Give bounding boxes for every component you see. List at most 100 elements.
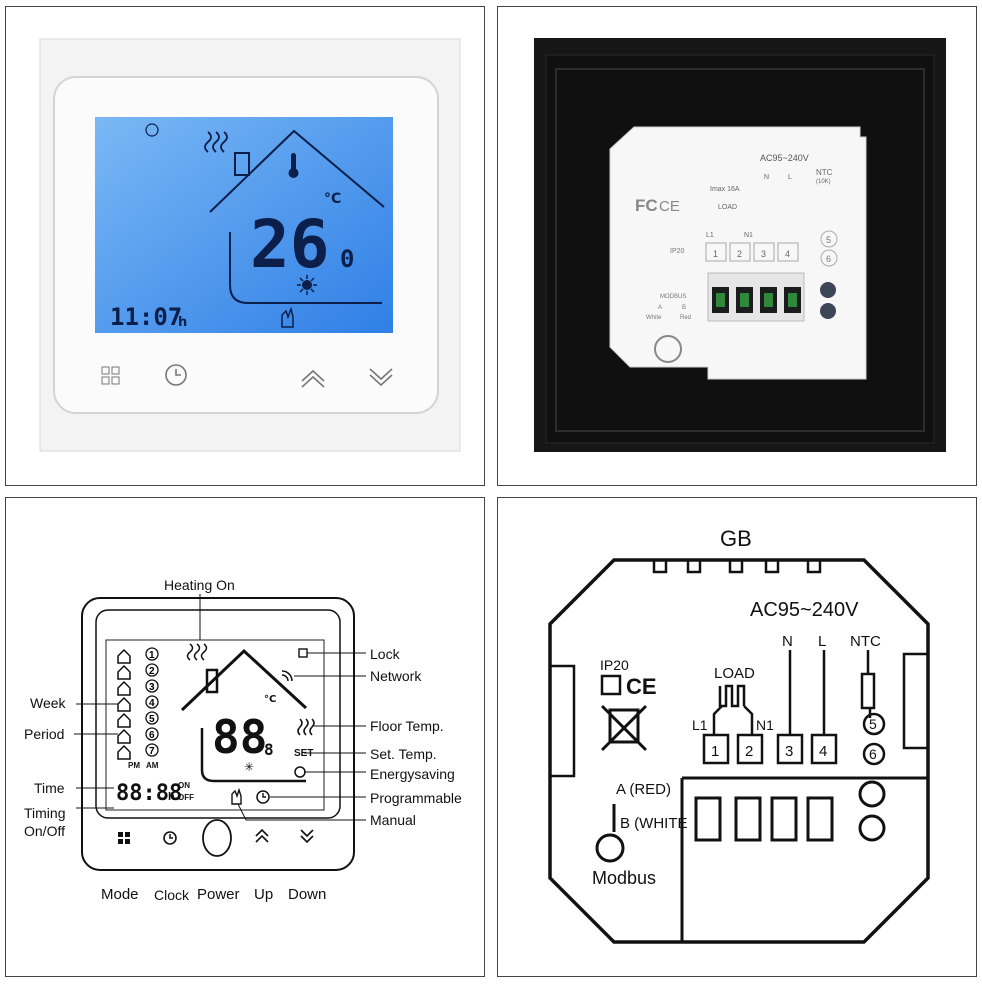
label-week: Week bbox=[30, 695, 66, 711]
thermometer-icon bbox=[288, 153, 299, 178]
temperature-value: 26 bbox=[250, 206, 329, 283]
label-clock: Clock bbox=[154, 887, 190, 903]
ce-mark: CE bbox=[659, 198, 680, 215]
period-circle bbox=[145, 727, 159, 741]
legend-time-suffix: h bbox=[168, 791, 175, 803]
legend-set-label: SET bbox=[294, 748, 313, 759]
period-house-icon bbox=[117, 712, 131, 728]
n1-label: N1 bbox=[744, 232, 753, 239]
front-view-panel: °C 26 0 11:07 h bbox=[5, 6, 485, 486]
time-display: 11:07 bbox=[110, 303, 182, 331]
fc-mark: FC bbox=[635, 196, 658, 215]
clock-icon[interactable] bbox=[165, 364, 187, 386]
legend-off-label: OFF bbox=[178, 793, 194, 802]
wiring-title: GB bbox=[720, 526, 752, 551]
period-house-icon bbox=[117, 648, 131, 664]
down-chevron-icon[interactable] bbox=[369, 368, 393, 387]
temperature-decimal: 0 bbox=[340, 245, 354, 273]
label-on-off: On/Off bbox=[24, 823, 65, 839]
period-circle bbox=[145, 743, 159, 757]
wiring-n1: N1 bbox=[756, 717, 774, 733]
period-circle bbox=[145, 647, 159, 661]
period-house-icon bbox=[117, 696, 131, 712]
voltage-label: AC95~240V bbox=[760, 153, 809, 163]
heating-on-icon bbox=[186, 643, 208, 661]
period-circle bbox=[145, 711, 159, 725]
label-set-temp: Set. Temp. bbox=[370, 746, 437, 762]
period-house-icon bbox=[117, 680, 131, 696]
ntc-label: NTC bbox=[816, 168, 833, 177]
wiring-modbus: Modbus bbox=[592, 868, 656, 888]
label-mode: Mode bbox=[101, 886, 139, 903]
hand-icon bbox=[281, 306, 294, 328]
period-number: 2 bbox=[149, 666, 155, 677]
legend-temp-digits: 88 bbox=[212, 710, 267, 764]
lcd-screen bbox=[95, 117, 393, 333]
period-circle bbox=[145, 695, 159, 709]
up-chevron-icon[interactable] bbox=[255, 828, 269, 843]
thermostat-front: °C 26 0 11:07 h bbox=[39, 38, 461, 452]
clock-icon[interactable] bbox=[163, 831, 177, 845]
period-number: 7 bbox=[149, 746, 155, 757]
wiring-n: N bbox=[782, 633, 793, 650]
terminal-3: 3 bbox=[761, 249, 766, 259]
legend-time-digits: 88:88 bbox=[116, 781, 182, 806]
pm-label: PM bbox=[128, 761, 140, 770]
legend-on-label: ON bbox=[178, 781, 190, 790]
label-programmable: Programmable bbox=[370, 790, 462, 806]
modbus-port-icon bbox=[595, 833, 625, 863]
power-icon bbox=[145, 123, 159, 137]
wiring-ntc-5: 5 bbox=[869, 716, 877, 732]
ip-label: IP20 bbox=[670, 248, 685, 255]
down-chevron-icon[interactable] bbox=[300, 829, 314, 844]
am-label: AM bbox=[146, 761, 159, 770]
wiring-ce-mark: CE bbox=[626, 674, 657, 699]
temp-unit: °C bbox=[324, 191, 341, 207]
wiring-l1: L1 bbox=[692, 717, 708, 733]
white-label: White bbox=[646, 315, 662, 321]
wiring-voltage: AC95~240V bbox=[750, 599, 859, 621]
time-suffix: h bbox=[178, 315, 187, 330]
thermostat-back: AC95~240V Imax 16A FC CE LOAD NTC (10K) … bbox=[534, 38, 946, 452]
load-label: LOAD bbox=[718, 204, 737, 211]
terminal-2: 2 bbox=[737, 249, 742, 259]
terminal-1: 1 bbox=[713, 249, 718, 259]
modbus-a-label: A bbox=[658, 305, 662, 311]
period-number: 4 bbox=[149, 698, 155, 709]
legend-temp-unit: °C bbox=[264, 694, 276, 705]
mode-icon[interactable] bbox=[118, 832, 130, 844]
period-house-icon bbox=[117, 744, 131, 760]
wiring-b-white: B (WHITE bbox=[620, 815, 688, 832]
wiring-load: LOAD bbox=[714, 665, 755, 682]
label-manual: Manual bbox=[370, 812, 416, 828]
mode-icon[interactable] bbox=[101, 366, 120, 385]
manual-hand-icon bbox=[231, 787, 242, 805]
wiring-diagram: GB AC95~240V IP20 CE LOAD L1 N1 N L NTC … bbox=[548, 526, 930, 944]
label-heating-on: Heating On bbox=[164, 577, 235, 593]
sun-icon bbox=[297, 275, 317, 295]
heating-waves-icon bbox=[204, 131, 228, 153]
period-circle bbox=[145, 679, 159, 693]
terminal-4: 4 bbox=[785, 249, 790, 259]
period-number: 5 bbox=[149, 714, 155, 725]
network-icon bbox=[281, 670, 293, 682]
wiring-ntc: NTC bbox=[850, 633, 881, 650]
wiring-a-red: A (RED) bbox=[616, 781, 671, 798]
programmable-clock-icon bbox=[256, 790, 270, 804]
period-house-icon bbox=[117, 728, 131, 744]
back-view-panel: AC95~240V Imax 16A FC CE LOAD NTC (10K) … bbox=[497, 6, 977, 486]
period-circle bbox=[145, 663, 159, 677]
wiring-ntc-6: 6 bbox=[869, 746, 877, 762]
floor-temp-icon bbox=[297, 718, 315, 736]
power-button-icon[interactable] bbox=[202, 819, 232, 857]
l1-label: L1 bbox=[706, 232, 714, 239]
wiring-terminal-1: 1 bbox=[711, 743, 719, 760]
energysaving-icon bbox=[294, 766, 306, 778]
period-house-icon bbox=[117, 664, 131, 680]
label-up: Up bbox=[254, 886, 274, 903]
sun-icon: ✳ bbox=[244, 760, 254, 774]
wiring-l: L bbox=[818, 633, 826, 650]
modbus-b-label: B bbox=[682, 305, 686, 311]
up-chevron-icon[interactable] bbox=[301, 369, 325, 388]
